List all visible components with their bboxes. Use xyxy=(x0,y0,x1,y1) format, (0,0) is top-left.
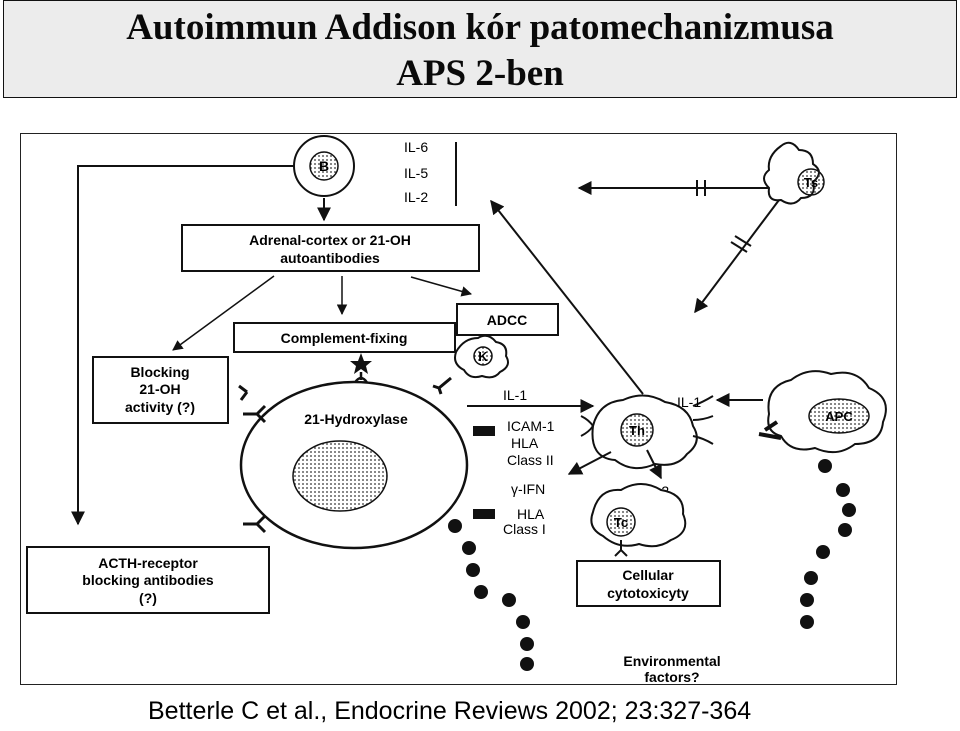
arrow-b-to-acth xyxy=(71,165,294,526)
ifn-label: γ-IFN xyxy=(511,481,545,497)
blocking-line-1: Blocking xyxy=(130,364,189,380)
pathomechanism-diagram: B IL-6 IL-5 IL-2 Adrenal-cortex or 21-OH… xyxy=(26,135,887,685)
tc-cell-label: Tc xyxy=(614,515,628,530)
ts-cell: Ts xyxy=(763,141,825,205)
arrow-ts-down xyxy=(694,199,780,314)
environmental-dots xyxy=(448,459,856,671)
il6-label: IL-6 xyxy=(404,139,428,155)
hydroxylase-label: 21-Hydroxylase xyxy=(304,411,408,427)
blocking-line-2: 21-OH xyxy=(139,381,180,397)
arrow-th-up xyxy=(490,199,644,395)
class2-label: Class II xyxy=(507,452,554,468)
th-receptor-icons xyxy=(580,395,714,445)
pathomechanism-figure: B IL-6 IL-5 IL-2 Adrenal-cortex or 21-OH… xyxy=(20,133,897,685)
adrenal-cell: 21-Hydroxylase xyxy=(239,380,469,550)
complement-star-icon xyxy=(350,353,372,385)
acth-line-2: blocking antibodies xyxy=(82,572,214,588)
complement-label: Complement-fixing xyxy=(281,330,408,346)
autoantibodies-box: Adrenal-cortex or 21-OH autoantibodies xyxy=(181,224,480,272)
environmental-line-1: Environmental xyxy=(623,653,720,669)
cellular-cytotoxicity-box: Cellular cytotoxicyty xyxy=(576,560,721,607)
acth-line-3: (?) xyxy=(139,590,157,606)
b-cell-cytokines: IL-6 IL-5 IL-2 xyxy=(404,139,457,206)
acth-line-1: ACTH-receptor xyxy=(98,555,198,571)
il5-label: IL-5 xyxy=(404,165,428,181)
title-line-2: APS 2-ben xyxy=(396,53,564,94)
k-cell-label: K xyxy=(478,349,488,364)
th-cell: Th xyxy=(591,394,698,470)
cellular-line-2: cytotoxicyty xyxy=(607,585,689,601)
il1-left-label: IL-1 xyxy=(503,387,527,403)
apc-cell-label: APC xyxy=(825,409,853,424)
arrow-th-tc xyxy=(646,449,662,480)
tc-cell: Tc xyxy=(590,483,687,557)
title-line-1: Autoimmun Addison kór patomechanizmusa xyxy=(126,7,834,48)
hla-receptor-block xyxy=(467,399,595,519)
autoantibodies-line-2: autoantibodies xyxy=(280,250,380,266)
b-cell: B xyxy=(293,135,355,197)
b-cell-label: B xyxy=(319,158,329,174)
il1-right-label: IL-1 xyxy=(677,394,701,410)
arrow-th-ifn xyxy=(567,451,612,475)
citation-caption: Betterle C et al., Endocrine Reviews 200… xyxy=(148,697,752,725)
adcc-label: ADCC xyxy=(487,312,527,328)
environmental-line-2: factors? xyxy=(644,669,699,685)
blocking-box: Blocking 21-OH activity (?) xyxy=(92,356,229,424)
slide-title: Autoimmun Addison kór patomechanizmusa A… xyxy=(3,0,957,98)
k-cell: K xyxy=(432,334,509,395)
th-cell-label: Th xyxy=(629,423,645,438)
hla2-label: HLA xyxy=(517,506,545,522)
icam-label: ICAM-1 xyxy=(507,418,555,434)
class1-label: Class I xyxy=(503,521,546,537)
hla-label: HLA xyxy=(511,435,539,451)
ts-cell-label: Ts xyxy=(804,175,818,190)
il2-label: IL-2 xyxy=(404,189,428,205)
cellular-line-1: Cellular xyxy=(622,567,674,583)
arrow-to-adcc xyxy=(410,276,473,297)
acth-receptor-box: ACTH-receptor blocking antibodies (?) xyxy=(26,546,270,614)
apc-cell: APC xyxy=(758,370,887,454)
antibody-icons xyxy=(238,384,267,534)
complement-fixing-box: Complement-fixing xyxy=(233,322,456,353)
adcc-box: ADCC xyxy=(456,303,559,336)
autoantibodies-line-1: Adrenal-cortex or 21-OH xyxy=(249,232,411,248)
blocking-line-3: activity (?) xyxy=(125,399,195,415)
arrow-to-blocking xyxy=(172,275,275,351)
